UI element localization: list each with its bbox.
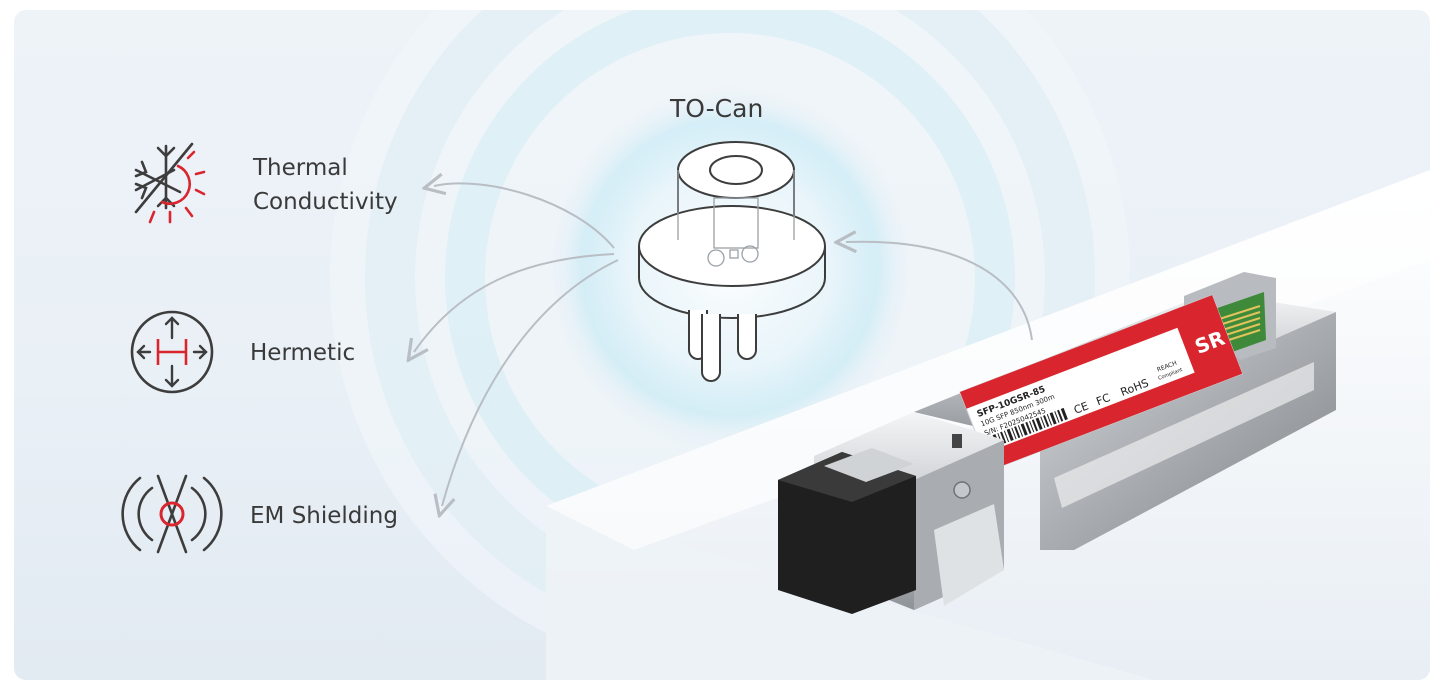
feature-label-line: Hermetic [250, 340, 356, 366]
arrow-to-hermetic [414, 253, 615, 352]
feature-label-hermetic: Hermetic [250, 336, 355, 370]
module-ce: CE [1072, 399, 1090, 416]
feature-label-line: EM Shielding [250, 503, 398, 529]
snowflake-sun-icon [134, 142, 206, 224]
module-side-strip [1054, 362, 1314, 508]
hermetic-seal-icon [130, 310, 214, 394]
feature-label-line: Conductivity [253, 189, 398, 215]
to-can-icon [638, 141, 826, 382]
arrow-to-em [442, 259, 619, 506]
module-fc: FC [1094, 391, 1112, 408]
module-screw [953, 481, 971, 499]
arrow-to-thermal [434, 183, 615, 249]
module-clip [952, 434, 962, 448]
module-latch [934, 504, 1004, 606]
module-label: SR SFP-10GSR-85 10G SFP 850nm 300m S/N: … [959, 294, 1243, 472]
cage-front-lip [824, 448, 914, 482]
feature-label-thermal: Thermal Conductivity [253, 151, 398, 219]
sfp-module-illustration: SR SFP-10GSR-85 10G SFP 850nm 300m S/N: … [778, 272, 1336, 614]
dust-cap [778, 452, 916, 614]
platform-highlight [546, 170, 1430, 550]
diagram-canvas: SR SFP-10GSR-85 10G SFP 850nm 300m S/N: … [14, 10, 1430, 680]
feature-label-em: EM Shielding [250, 499, 398, 533]
to-can-title: TO-Can [670, 94, 764, 123]
arrow-from-module [846, 242, 1033, 341]
feature-label-line: Thermal [253, 155, 348, 181]
diagram-graphics: SR SFP-10GSR-85 10G SFP 850nm 300m S/N: … [121, 10, 1430, 680]
dust-cap-top [778, 452, 916, 502]
em-shield-icon [121, 474, 223, 554]
